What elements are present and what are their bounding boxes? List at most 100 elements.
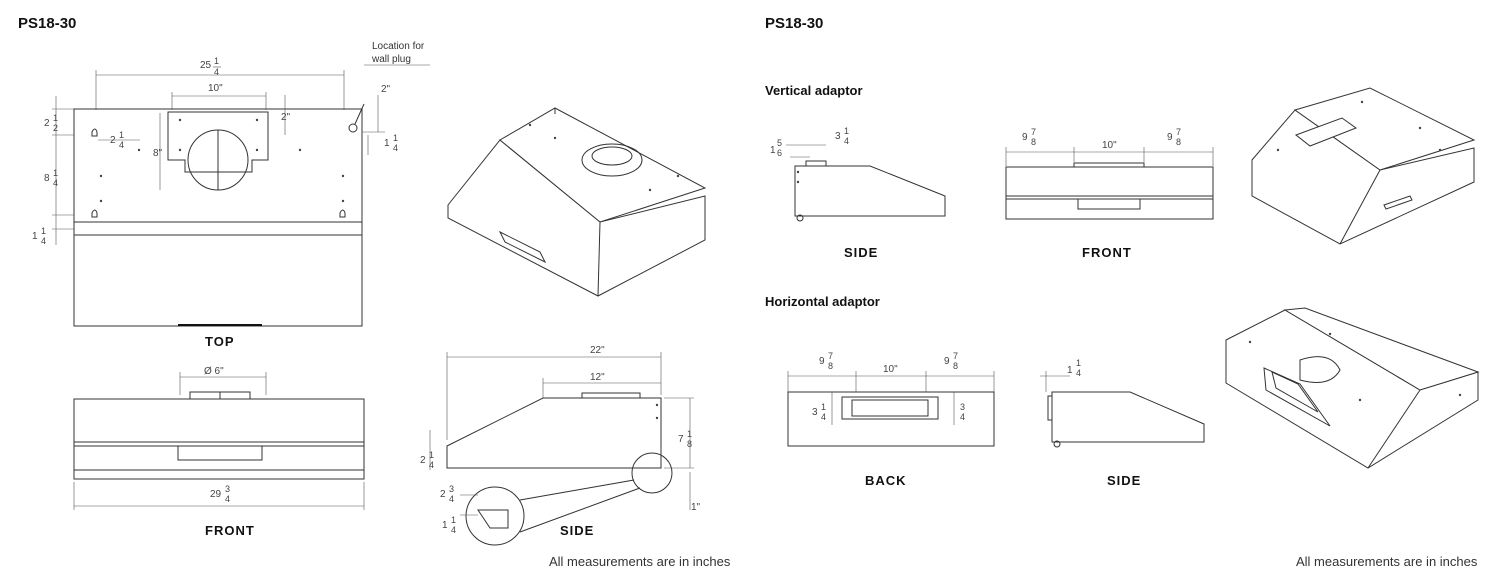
dim-h-back-hl: 3 bbox=[812, 407, 818, 418]
label-side-left: SIDE bbox=[560, 523, 594, 538]
h-iso-view bbox=[1225, 307, 1480, 469]
dim-right-edge: 2" bbox=[381, 84, 391, 95]
dim-width-num: 1 bbox=[214, 56, 219, 66]
dim-h-back-hr-num: 3 bbox=[960, 402, 965, 412]
left-title: PS18-30 bbox=[18, 15, 76, 32]
dim-detail-c: 1" bbox=[691, 502, 701, 513]
front-view-left bbox=[73, 372, 365, 510]
detail-circle-large bbox=[465, 486, 525, 546]
iso-view-left bbox=[447, 107, 707, 297]
h-side-view bbox=[1040, 371, 1205, 448]
dim-right-small: 1 bbox=[384, 138, 390, 149]
dim-h-back-hl-den: 4 bbox=[821, 412, 826, 422]
dim-left-bottom-den: 4 bbox=[41, 236, 46, 246]
dim-detail-b: 1 bbox=[442, 520, 448, 531]
dim-v-front-c: 10" bbox=[1102, 140, 1117, 151]
dim-h-back-c: 10" bbox=[883, 364, 898, 375]
horizontal-adaptor-label: Horizontal adaptor bbox=[765, 294, 880, 309]
dim-h-back-r-num: 7 bbox=[953, 351, 958, 361]
dim-detail-a: 2 bbox=[440, 489, 446, 500]
dim-h-back-hr-den: 4 bbox=[960, 412, 965, 422]
dim-right-small-num: 1 bbox=[393, 133, 398, 143]
top-view bbox=[52, 64, 430, 327]
dim-detail-a-den: 4 bbox=[449, 494, 454, 504]
dim-v-front-l: 9 bbox=[1022, 132, 1028, 143]
dim-left-mid-num: 1 bbox=[53, 168, 58, 178]
dim-front-width: 29 bbox=[210, 489, 222, 500]
dim-left-bottom: 1 bbox=[32, 231, 38, 242]
dim-width: 25 bbox=[200, 60, 212, 71]
dim-h-back-l-den: 8 bbox=[828, 361, 833, 371]
dim-h-back-r-den: 8 bbox=[953, 361, 958, 371]
dim-v-side-a: 1 bbox=[770, 145, 776, 156]
dim-v-front-r-num: 7 bbox=[1176, 127, 1181, 137]
dim-h-side-a-den: 4 bbox=[1076, 368, 1081, 378]
dim-v-front-l-den: 8 bbox=[1031, 137, 1036, 147]
dim-h-back-r: 9 bbox=[944, 356, 950, 367]
dim-left-top: 2 bbox=[44, 118, 50, 129]
dim-collar-width: 10" bbox=[208, 83, 223, 94]
dim-v-side-b-den: 4 bbox=[844, 136, 849, 146]
dim-detail-b-num: 1 bbox=[451, 515, 456, 525]
dim-left-bottom-num: 1 bbox=[41, 226, 46, 236]
dim-side-front-num: 1 bbox=[429, 450, 434, 460]
label-top: TOP bbox=[205, 334, 235, 349]
note-right: All measurements are in inches bbox=[1296, 554, 1478, 569]
dim-v-side-b: 3 bbox=[835, 131, 841, 142]
dim-detail-b-den: 4 bbox=[451, 525, 456, 535]
dim-side-height-num: 1 bbox=[687, 429, 692, 439]
dim-collar-offset: 2" bbox=[281, 112, 291, 123]
dim-front-width-num: 3 bbox=[225, 484, 230, 494]
dim-right-small-den: 4 bbox=[393, 143, 398, 153]
dim-v-front-r: 9 bbox=[1167, 132, 1173, 143]
duct-collar-iso bbox=[581, 143, 643, 177]
dim-side-front: 2 bbox=[420, 455, 426, 466]
dim-h-side-a: 1 bbox=[1067, 365, 1073, 376]
vertical-adaptor-label: Vertical adaptor bbox=[765, 83, 863, 98]
dim-hole-offset-num: 1 bbox=[119, 130, 124, 140]
label-h-side: SIDE bbox=[1107, 473, 1141, 488]
v-iso-view bbox=[1251, 87, 1476, 245]
label-front-left: FRONT bbox=[205, 523, 255, 538]
dim-v-side-a-den: 6 bbox=[777, 148, 782, 158]
side-view-left bbox=[429, 352, 694, 546]
collar-plate bbox=[167, 111, 269, 173]
v-front-view bbox=[1005, 147, 1214, 220]
dim-hole-offset-den: 4 bbox=[119, 140, 124, 150]
callout-line1: Location for bbox=[372, 41, 425, 52]
dim-v-side-a-num: 5 bbox=[777, 138, 782, 148]
wall-plug-icon bbox=[348, 123, 358, 133]
detail-circle-small bbox=[631, 452, 673, 494]
dim-depth: 22" bbox=[590, 345, 605, 356]
dim-side-height: 7 bbox=[678, 434, 684, 445]
v-side-view bbox=[786, 144, 946, 222]
dim-v-front-r-den: 8 bbox=[1176, 137, 1181, 147]
dim-h-back-l-num: 7 bbox=[828, 351, 833, 361]
dim-duct-dia: Ø 6" bbox=[204, 366, 224, 377]
note-left: All measurements are in inches bbox=[549, 554, 731, 569]
callout-line2: wall plug bbox=[371, 54, 411, 65]
label-v-front: FRONT bbox=[1082, 245, 1132, 260]
dim-left-mid-den: 4 bbox=[53, 178, 58, 188]
dim-side-height-den: 8 bbox=[687, 439, 692, 449]
dim-side-front-den: 4 bbox=[429, 460, 434, 470]
dim-h-side-a-num: 1 bbox=[1076, 358, 1081, 368]
dim-top-depth: 12" bbox=[590, 372, 605, 383]
dim-left-top-den: 2 bbox=[53, 123, 58, 133]
label-h-back: BACK bbox=[865, 473, 907, 488]
dim-h-back-hl-num: 1 bbox=[821, 402, 826, 412]
dim-width-den: 4 bbox=[214, 67, 219, 77]
h-back-view bbox=[787, 371, 995, 447]
dim-hole-offset: 2 bbox=[110, 135, 116, 146]
dim-detail-a-num: 3 bbox=[449, 484, 454, 494]
dim-left-mid: 8 bbox=[44, 173, 50, 184]
label-v-side: SIDE bbox=[844, 245, 878, 260]
dim-v-side-b-num: 1 bbox=[844, 126, 849, 136]
right-title: PS18-30 bbox=[765, 15, 823, 32]
dim-left-top-num: 1 bbox=[53, 113, 58, 123]
dim-h-back-l: 9 bbox=[819, 356, 825, 367]
dim-collar-height: 8" bbox=[153, 148, 163, 159]
dim-front-width-den: 4 bbox=[225, 494, 230, 504]
dim-v-front-l-num: 7 bbox=[1031, 127, 1036, 137]
